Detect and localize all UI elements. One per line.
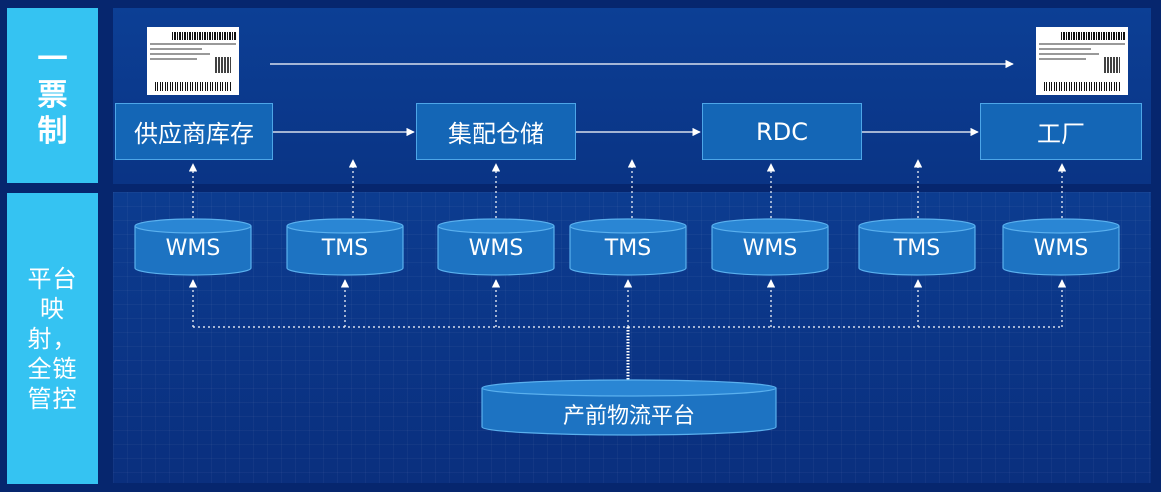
one-ticket-label: 一票制 [37, 41, 68, 149]
system-cylinder: TMS [286, 218, 404, 276]
system-cylinder: WMS [134, 218, 252, 276]
shipping-label-icon [1036, 27, 1128, 95]
system-label-wms: WMS [468, 236, 524, 261]
platform-cylinder: 产前物流平台 [481, 379, 777, 437]
system-label-wms: WMS [1033, 236, 1089, 261]
system-cylinder: WMS [711, 218, 829, 276]
system-cylinder: WMS [437, 218, 555, 276]
system-cylinder: WMS [1002, 218, 1120, 276]
system-label-wms: WMS [742, 236, 798, 261]
section-label-top: 一票制 [7, 8, 98, 183]
node-distribution-warehouse: 集配仓储 [416, 103, 576, 160]
platform-label: 产前物流平台 [562, 404, 695, 429]
system-label-tms: TMS [893, 236, 941, 261]
node-rdc: RDC [702, 103, 862, 160]
system-cylinder: TMS [858, 218, 976, 276]
system-label-tms: TMS [604, 236, 652, 261]
platform-mapping-label: 平台映射，全链管控 [27, 264, 78, 413]
system-label-wms: WMS [165, 236, 221, 261]
node-factory: 工厂 [980, 103, 1142, 160]
system-label-tms: TMS [321, 236, 369, 261]
flow-panel [113, 8, 1151, 184]
shipping-label-icon [147, 27, 239, 95]
system-cylinder: TMS [569, 218, 687, 276]
section-label-bottom: 平台映射，全链管控 [7, 193, 98, 484]
node-supplier-inventory: 供应商库存 [115, 103, 273, 160]
